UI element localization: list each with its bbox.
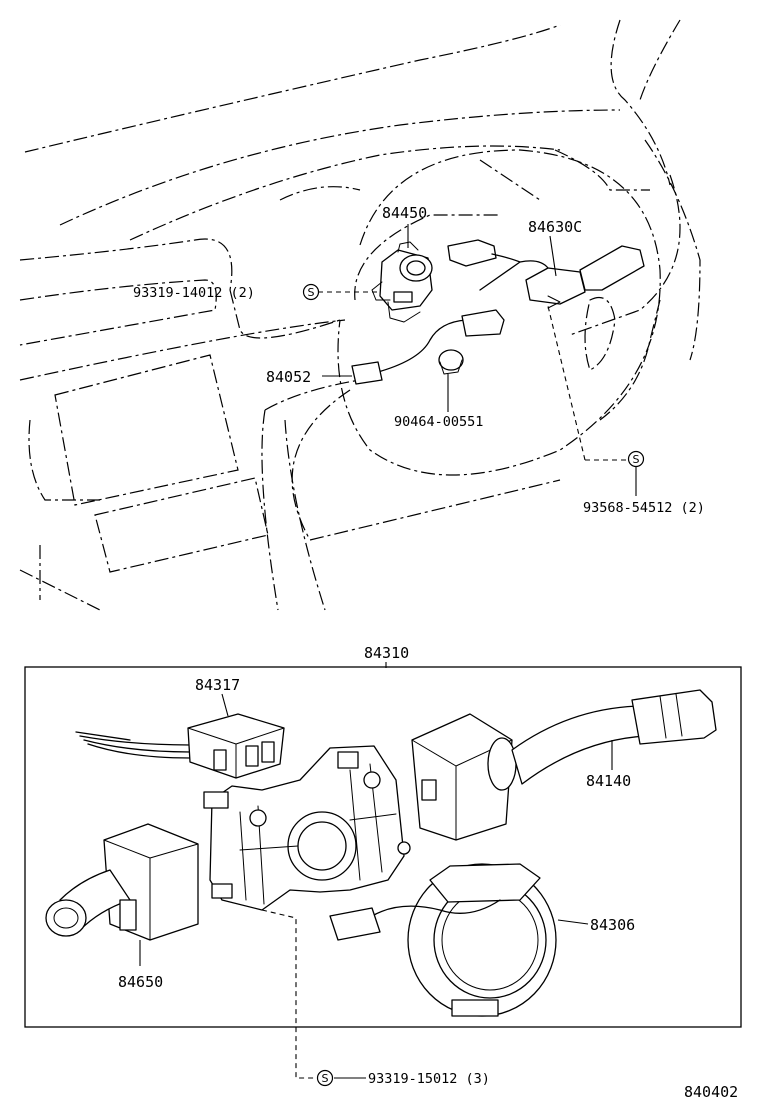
part-label-84630c: 84630C — [528, 218, 582, 236]
svg-text:S: S — [633, 453, 640, 466]
part-label-84650: 84650 — [118, 973, 163, 991]
part-label-84310: 84310 — [364, 644, 409, 662]
part-label-84140: 84140 — [586, 772, 631, 790]
connector-84052 — [351, 309, 505, 385]
part-label-84450: 84450 — [382, 204, 427, 222]
part-label-93568-54512: 93568-54512 (2) — [583, 500, 705, 516]
relay-84317 — [75, 713, 285, 779]
part-label-84317: 84317 — [195, 676, 240, 694]
wiper-switch-84140 — [411, 689, 717, 841]
assembly-frame-84310 — [24, 666, 742, 1028]
spiral-cable-84306 — [329, 863, 557, 1017]
turn-switch-84650 — [45, 823, 199, 941]
figure-number: 840402 — [684, 1083, 738, 1101]
wire-harness-84630c — [447, 239, 645, 309]
screw-icon: S — [316, 1069, 334, 1087]
dashboard-phantom-outline — [19, 19, 701, 611]
part-label-84306: 84306 — [590, 916, 635, 934]
screw-icon: S — [302, 283, 320, 301]
screw-icon: S — [627, 450, 645, 468]
bulb-90464-00551 — [438, 349, 464, 375]
svg-text:S: S — [322, 1072, 329, 1085]
part-label-93319-15012: 93319-15012 (3) — [368, 1071, 490, 1087]
ignition-switch-84450 — [371, 241, 433, 323]
part-label-90464-00551: 90464-00551 — [394, 414, 483, 430]
switch-body — [203, 745, 411, 911]
part-label-93319-14012: 93319-14012 (2) — [133, 285, 255, 301]
part-label-84052: 84052 — [266, 368, 311, 386]
svg-text:S: S — [308, 286, 315, 299]
